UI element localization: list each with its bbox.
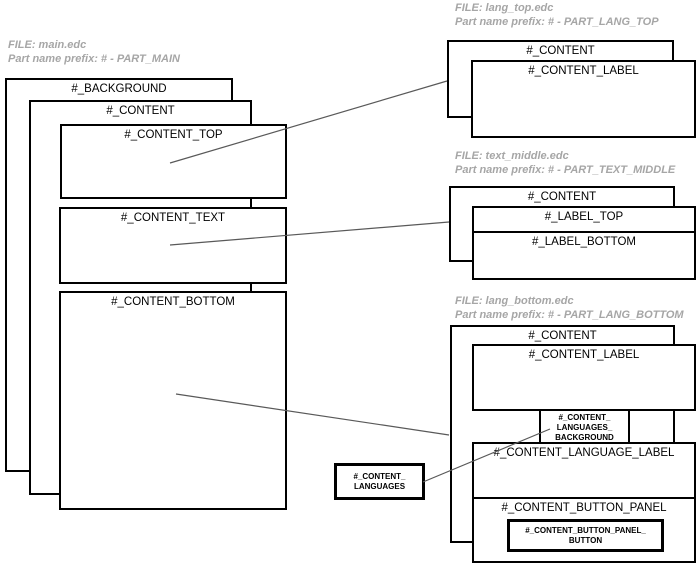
- part-label-line: BACKGROUND: [555, 433, 614, 442]
- part-box-label-top: #_LABEL_TOP: [472, 206, 696, 233]
- part-label: #_CONTENT: [526, 45, 595, 57]
- file-header-text-middle: FILE: text_middle.edc Part name prefix: …: [455, 149, 675, 177]
- part-label: #_CONTENT: [528, 330, 597, 342]
- file-name-label: FILE: text_middle.edc: [455, 150, 569, 162]
- part-box-content-bottom: #_CONTENT_BOTTOM: [59, 291, 287, 510]
- part-box-button-panel-button: #_CONTENT_BUTTON_PANEL_ BUTTON: [507, 519, 664, 552]
- part-label: #_CONTENT_LABEL: [528, 65, 639, 77]
- part-label: #_CONTENT_LANGUAGE_LABEL: [493, 447, 675, 459]
- part-label: #_CONTENT_BOTTOM: [111, 296, 235, 308]
- part-box-language-label: #_CONTENT_LANGUAGE_LABEL: [472, 442, 696, 499]
- part-box-content-languages: #_CONTENT_ LANGUAGES: [334, 463, 425, 500]
- part-label: #_CONTENT: [106, 105, 175, 117]
- part-label: #_CONTENT_TOP: [124, 129, 223, 141]
- file-header-lang-bottom: FILE: lang_bottom.edc Part name prefix: …: [455, 294, 684, 322]
- file-name-label: FILE: main.edc: [8, 39, 87, 51]
- part-box-content-text: #_CONTENT_TEXT: [59, 207, 287, 284]
- part-label: #_CONTENT_LABEL: [528, 349, 640, 361]
- part-label-line: BUTTON: [568, 536, 603, 545]
- part-box-languages-background: #_CONTENT_ LANGUAGES_ BACKGROUND: [539, 409, 630, 444]
- part-label-line: #_CONTENT_: [558, 413, 611, 422]
- file-name-label: FILE: lang_bottom.edc: [455, 295, 574, 307]
- part-prefix-label: Part name prefix: # - PART_MAIN: [8, 53, 180, 65]
- part-prefix-label: Part name prefix: # - PART_TEXT_MIDDLE: [455, 164, 676, 176]
- file-name-label: FILE: lang_top.edc: [455, 2, 554, 14]
- part-prefix-label: Part name prefix: # - PART_LANG_BOTTOM: [455, 309, 684, 321]
- part-box-lang-top-content-label: #_CONTENT_LABEL: [471, 60, 696, 138]
- file-header-main: FILE: main.edc Part name prefix: # - PAR…: [8, 38, 180, 66]
- part-label: #_BACKGROUND: [71, 83, 167, 95]
- part-label: #_LABEL_TOP: [544, 211, 624, 223]
- part-box-content-top: #_CONTENT_TOP: [60, 124, 287, 199]
- part-label-line: #_CONTENT_BUTTON_PANEL_: [525, 526, 646, 535]
- part-label-line: LANGUAGES_: [556, 423, 613, 432]
- part-label-line: #_CONTENT_: [353, 472, 406, 481]
- part-box-label-bottom: #_LABEL_BOTTOM: [472, 231, 696, 280]
- part-label: #_CONTENT: [527, 191, 597, 203]
- part-label: #_LABEL_BOTTOM: [532, 236, 636, 248]
- part-label: #_CONTENT_BUTTON_PANEL: [501, 502, 667, 514]
- part-label-line: LANGUAGES: [353, 482, 406, 491]
- part-box-lang-bottom-content-label: #_CONTENT_LABEL: [472, 344, 696, 411]
- part-label: #_CONTENT_TEXT: [120, 212, 226, 224]
- file-header-lang-top: FILE: lang_top.edc Part name prefix: # -…: [455, 1, 659, 29]
- part-prefix-label: Part name prefix: # - PART_LANG_TOP: [455, 16, 659, 28]
